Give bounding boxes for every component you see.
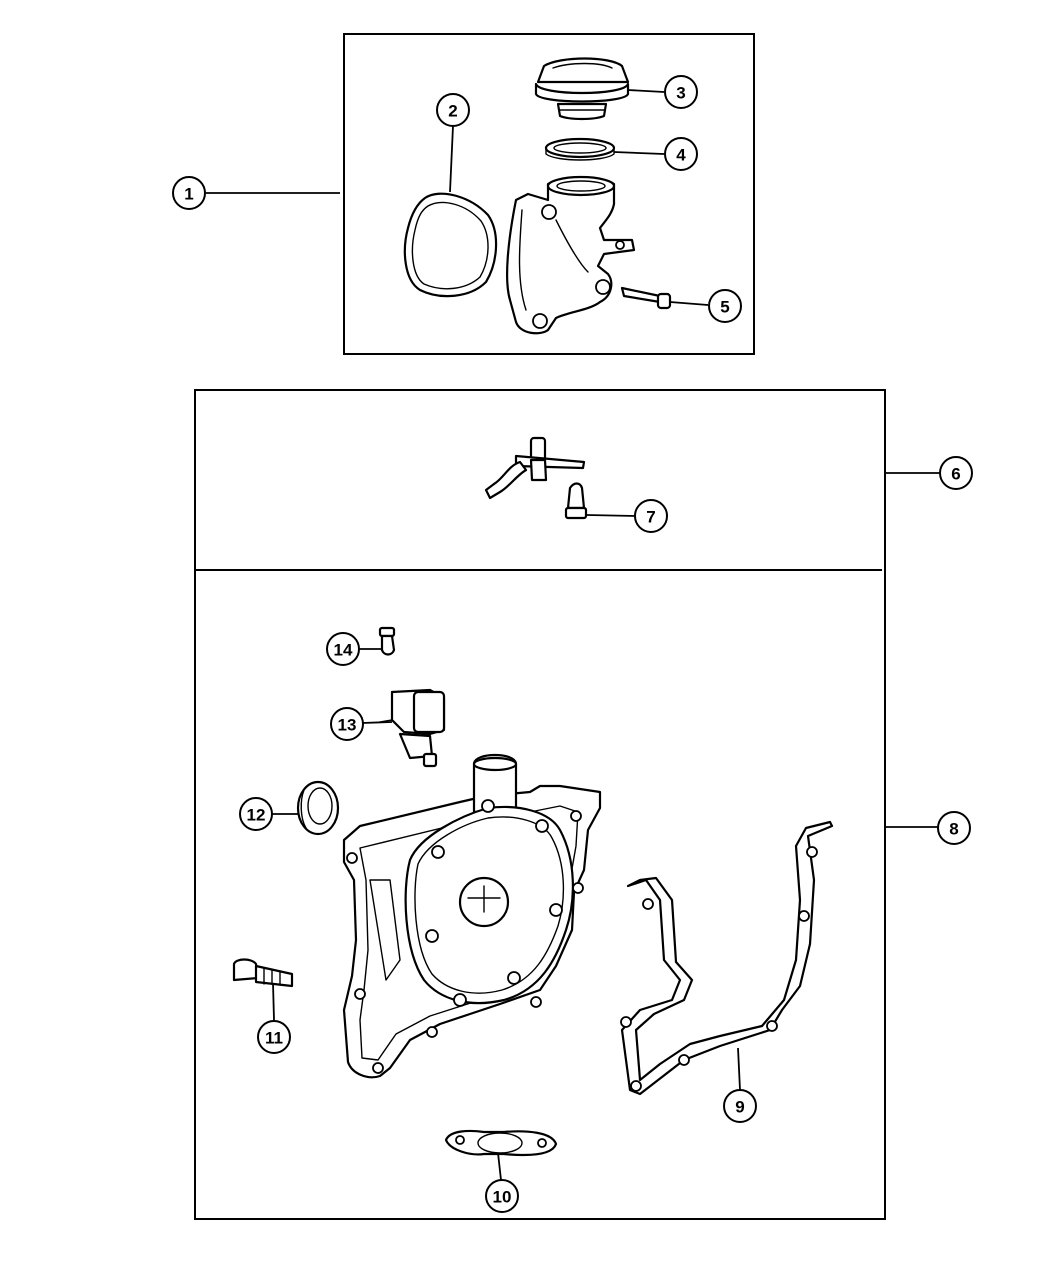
- callout-label-3: 3: [676, 84, 685, 103]
- callout-label-5: 5: [720, 298, 729, 317]
- seal-part-12: [296, 780, 340, 836]
- callout-12: 12: [239, 797, 273, 831]
- bolt-part-7: [564, 482, 588, 520]
- leader-7: [586, 514, 637, 517]
- gasket-part-9: [620, 820, 834, 1096]
- group-box-1: [343, 33, 755, 355]
- filler-cap-part-3: [534, 57, 630, 121]
- leader-4: [613, 151, 665, 155]
- group-box-lower: [194, 389, 886, 1220]
- bolt-part-5: [620, 286, 672, 310]
- callout-label-7: 7: [646, 508, 655, 527]
- callout-13: 13: [330, 707, 364, 741]
- callout-4: 4: [664, 137, 698, 171]
- callout-5: 5: [708, 289, 742, 323]
- leader-2: [449, 125, 454, 193]
- seal-ring-part-4: [544, 137, 616, 161]
- callout-6: 6: [939, 456, 973, 490]
- callout-2: 2: [436, 93, 470, 127]
- callout-label-12: 12: [247, 806, 266, 825]
- callout-label-14: 14: [334, 641, 353, 660]
- solenoid-part-13: [379, 688, 446, 768]
- leader-9: [737, 1047, 741, 1091]
- leader-13: [361, 721, 393, 724]
- tube-part-6: [484, 436, 586, 500]
- callout-label-9: 9: [735, 1098, 744, 1117]
- callout-8: 8: [937, 811, 971, 845]
- callout-10: 10: [485, 1179, 519, 1213]
- gasket-part-10: [444, 1129, 558, 1157]
- leader-11: [272, 982, 275, 1021]
- front-cover-part-8: [342, 754, 602, 1079]
- callout-1: 1: [172, 176, 206, 210]
- filler-housing: [506, 175, 636, 335]
- callout-11: 11: [257, 1020, 291, 1054]
- leader-10: [497, 1152, 502, 1181]
- leader-5: [669, 301, 709, 306]
- callout-label-13: 13: [338, 716, 357, 735]
- callout-3: 3: [664, 75, 698, 109]
- callout-14: 14: [326, 632, 360, 666]
- callout-label-6: 6: [951, 465, 960, 484]
- bolt-part-14: [378, 626, 396, 656]
- gasket-part-2: [403, 192, 498, 298]
- callout-label-8: 8: [949, 820, 958, 839]
- callout-label-10: 10: [493, 1188, 512, 1207]
- callout-7: 7: [634, 499, 668, 533]
- bolt-part-11: [232, 958, 294, 988]
- callout-label-2: 2: [448, 102, 457, 121]
- callout-label-4: 4: [676, 146, 686, 165]
- callout-label-11: 11: [265, 1029, 283, 1048]
- callout-label-1: 1: [184, 185, 193, 204]
- leader-3: [627, 89, 665, 93]
- callout-9: 9: [723, 1089, 757, 1123]
